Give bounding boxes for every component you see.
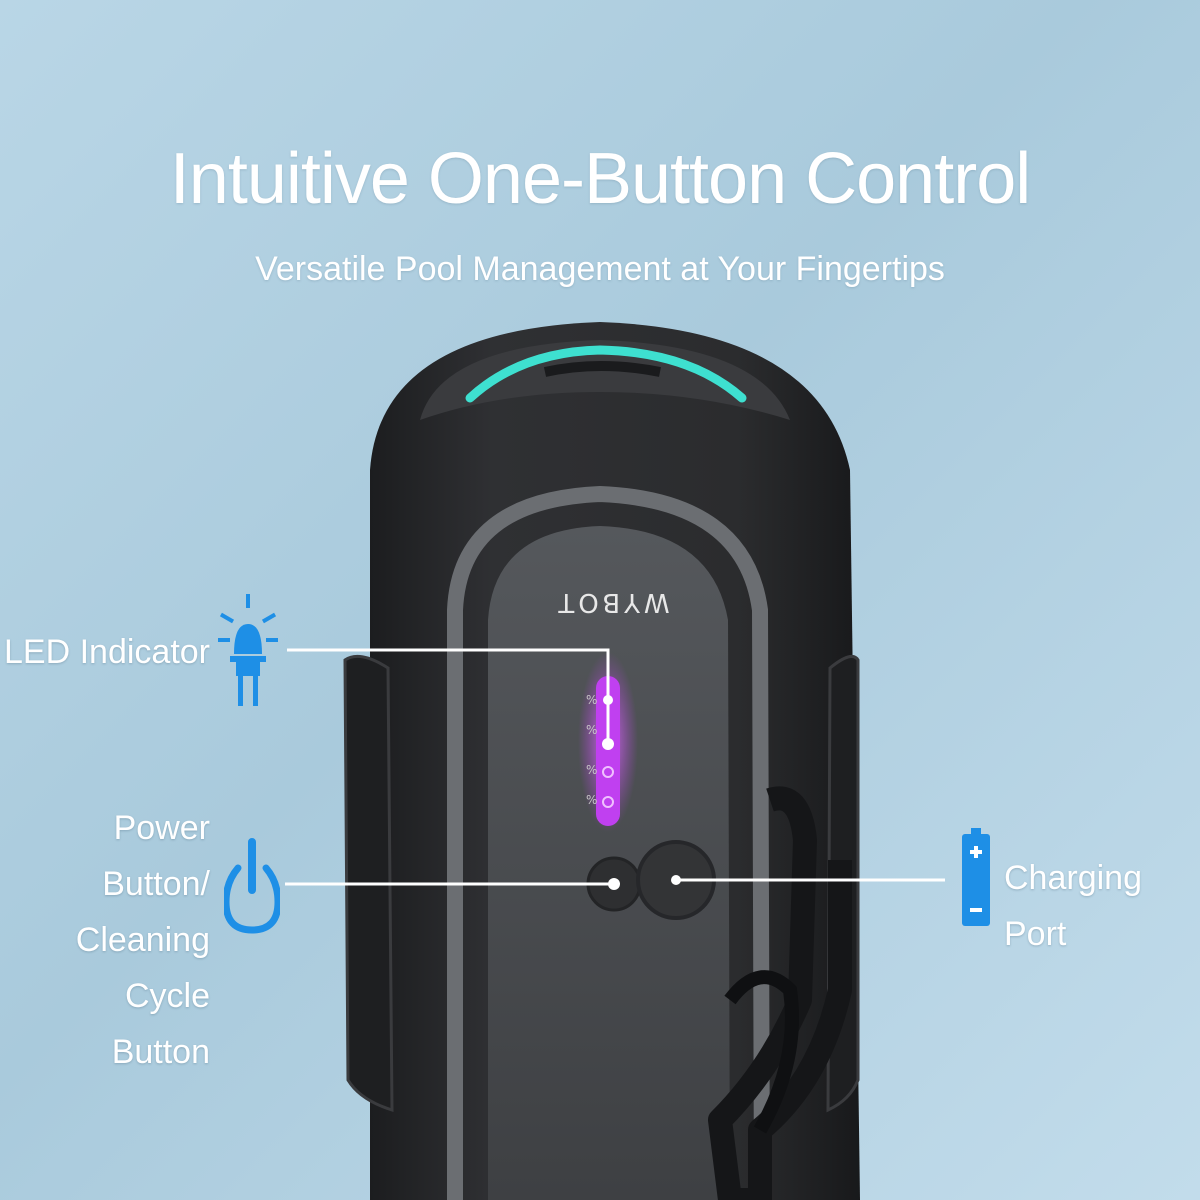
svg-text:%: % (586, 793, 597, 807)
svg-text:%: % (586, 693, 597, 707)
page-subtitle: Versatile Pool Management at Your Finger… (255, 250, 945, 288)
top-bevel (420, 340, 790, 420)
brand-logo: WYBOT (554, 587, 669, 617)
svg-text:%: % (586, 723, 597, 737)
power-label-line-2: Cleaning Cycle (75, 921, 210, 1015)
led-callout-line (287, 648, 610, 744)
power-icon (224, 838, 280, 934)
handle (708, 786, 852, 1200)
page-title: Intuitive One-Button Control (169, 139, 1031, 219)
power-label-line-1: Power Button/ (102, 809, 210, 903)
led-strip (596, 676, 620, 826)
battery-icon (962, 828, 990, 926)
top-light-strip (465, 345, 747, 403)
led-indicator-label: LED Indicator (4, 633, 210, 671)
led-icon (218, 594, 278, 706)
power-button-label: Power Button/ Cleaning Cycle Button (0, 800, 210, 1080)
charging-port-label: Charging Port (1004, 859, 1142, 953)
svg-text:%: % (586, 763, 597, 777)
panel-outline (447, 485, 770, 1200)
power-label-line-3: Button (111, 1033, 210, 1071)
